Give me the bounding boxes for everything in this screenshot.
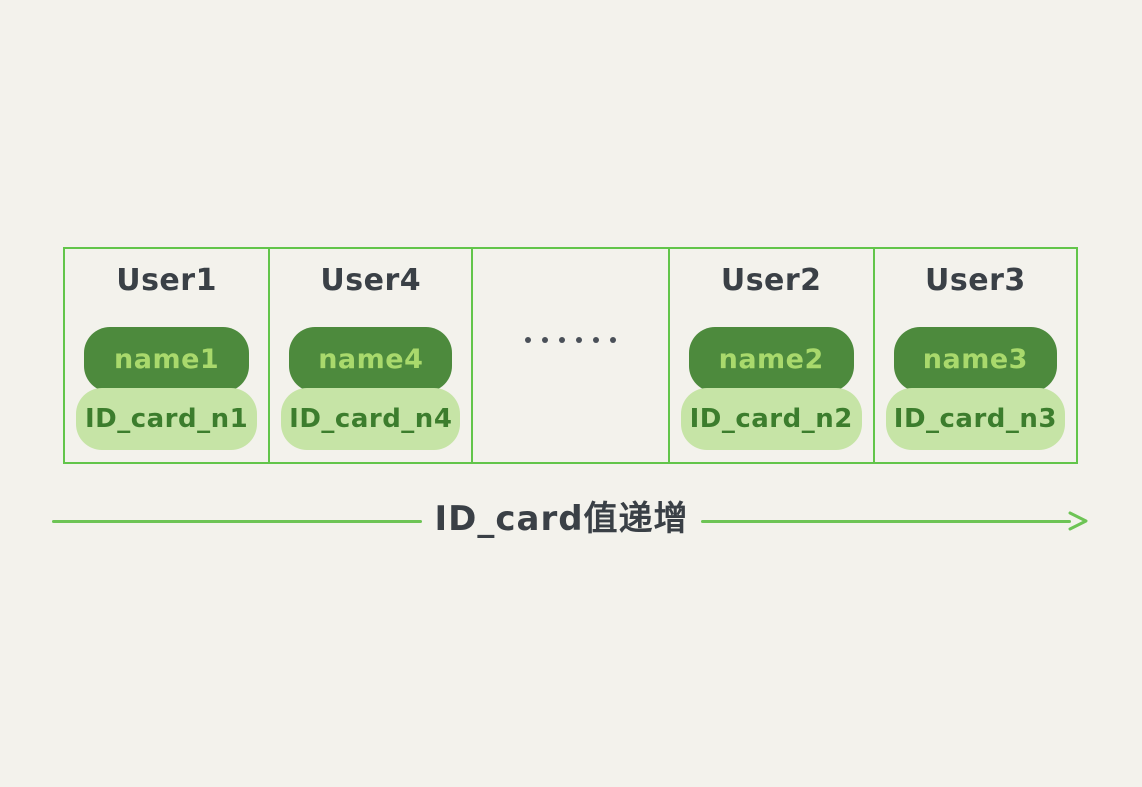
ordering-axis: ID_card值递增 <box>52 497 1090 545</box>
name-pill: name3 <box>893 327 1057 392</box>
id-card-pill: ID_card_n4 <box>281 388 461 450</box>
user-cell-pill-stack: name4 ID_card_n4 <box>281 327 461 450</box>
arrow-right-icon <box>1068 511 1088 531</box>
ellipsis-dot <box>593 337 599 343</box>
ellipsis-dot <box>610 337 616 343</box>
user-cell-title: User3 <box>925 263 1026 298</box>
axis-line-left <box>52 519 423 523</box>
ellipsis-dot <box>559 337 565 343</box>
user-cell-title: User2 <box>720 263 822 298</box>
ellipsis-dot <box>576 337 582 343</box>
id-card-pill: ID_card_n2 <box>680 388 862 450</box>
user-cell-title: User1 <box>116 263 217 298</box>
user-cell-pill-stack: name3 ID_card_n3 <box>885 327 1065 450</box>
name-pill: name4 <box>289 327 453 392</box>
axis-caption: ID_card值递增 <box>434 499 689 539</box>
user-cell-user1: User1 name1 ID_card_n1 <box>65 249 271 462</box>
name-pill: name2 <box>688 327 854 392</box>
user-cell-user4: User4 name4 ID_card_n4 <box>270 249 474 462</box>
ellipsis-icon <box>473 337 667 343</box>
user-index-table: User1 name1 ID_card_n1 User4 name4 ID_ca… <box>63 247 1078 464</box>
axis-line-right <box>700 519 1072 523</box>
user-cell-pill-stack: name1 ID_card_n1 <box>76 327 258 450</box>
user-cell-title: User4 <box>320 263 422 298</box>
ellipsis-dot <box>525 337 531 343</box>
user-cell-user2: User2 name2 ID_card_n2 <box>670 249 875 462</box>
user-cell-user3: User3 name3 ID_card_n3 <box>875 249 1076 462</box>
id-card-pill: ID_card_n3 <box>885 388 1065 450</box>
user-cell-ellipsis <box>473 249 670 462</box>
id-card-pill: ID_card_n1 <box>76 388 258 450</box>
user-cell-pill-stack: name2 ID_card_n2 <box>680 327 862 450</box>
ellipsis-dot <box>542 337 548 343</box>
name-pill: name1 <box>84 327 250 392</box>
